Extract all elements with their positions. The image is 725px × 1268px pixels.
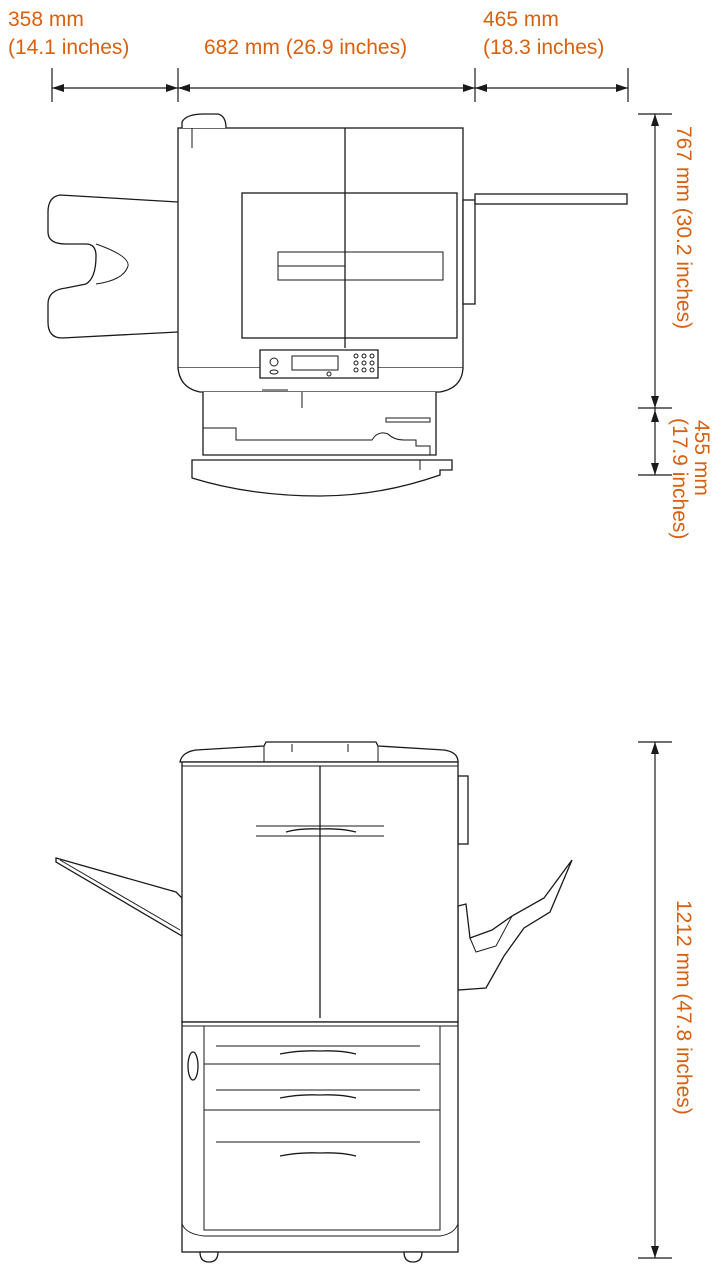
height-dimension-line <box>638 741 672 1259</box>
depth-lower-mm-label: 455 mm <box>690 420 713 496</box>
front-view-lower-cabinet <box>181 1021 459 1263</box>
left-width-inches-label: (14.1 inches) <box>8 36 130 59</box>
right-width-mm-label: 465 mm <box>483 8 559 31</box>
depth-upper-label: 767 mm (30.2 inches) <box>672 126 695 330</box>
height-label: 1212 mm (47.8 inches) <box>672 900 695 1115</box>
top-view-lower-unit <box>191 392 453 497</box>
top-view-left-tray <box>47 194 179 339</box>
front-view-upper-body <box>181 761 459 1023</box>
front-view-left-tray <box>55 857 183 938</box>
control-panel <box>259 349 379 391</box>
front-view-right-tray <box>457 859 573 991</box>
horizontal-dimension-line <box>51 68 629 102</box>
top-view-right-tray <box>462 193 628 305</box>
top-view-main-body <box>177 127 464 369</box>
left-width-mm-label: 358 mm <box>8 8 84 31</box>
right-width-inches-label: (18.3 inches) <box>483 36 605 59</box>
middle-width-label: 682 mm (26.9 inches) <box>204 36 408 59</box>
depth-dimension-line <box>638 113 672 476</box>
depth-lower-inches-label: (17.9 inches) <box>668 418 691 540</box>
